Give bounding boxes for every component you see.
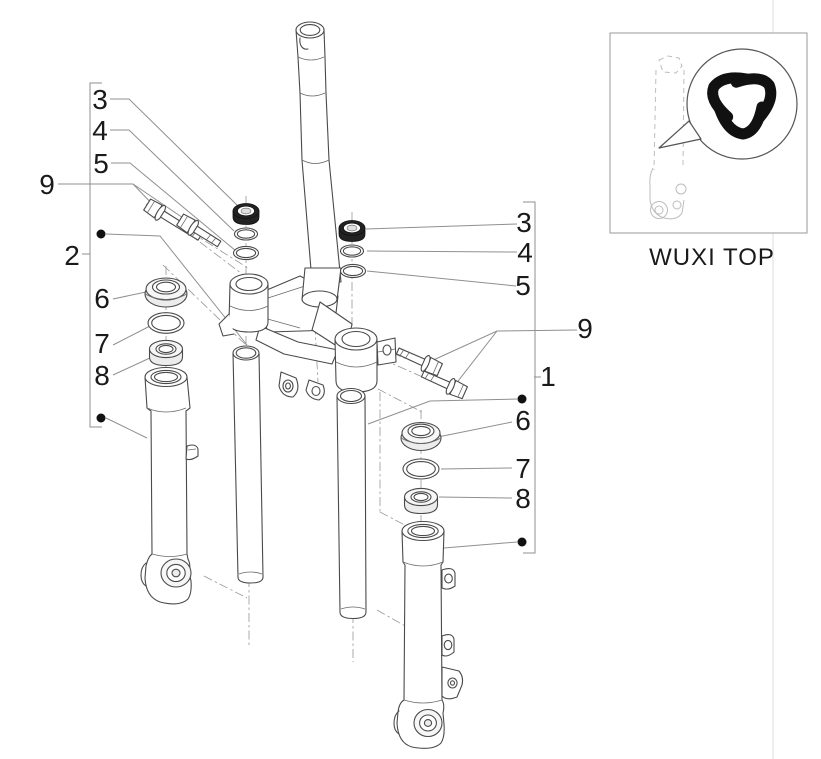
magnifier-balloon	[686, 48, 798, 160]
left-clamp-bolts-9	[143, 198, 222, 248]
right-inner-tube	[336, 387, 367, 620]
bullet-right-top	[517, 394, 527, 404]
inset-caption: WUXI TOP	[649, 244, 775, 271]
bullet-left-bottom	[96, 413, 106, 423]
wuxi-top-inset: WUXI TOP	[609, 32, 808, 271]
bracket-left	[89, 82, 102, 428]
callout-right-7: 7	[515, 453, 531, 484]
callout-left-2: 2	[64, 240, 80, 271]
right-clamp-bolts-9	[395, 347, 468, 400]
fork-yoke	[218, 267, 397, 401]
right-oring-4	[339, 244, 365, 258]
callout-right-3: 3	[516, 207, 532, 238]
left-bushing-8	[148, 339, 184, 367]
left-oring-7	[147, 312, 185, 334]
callout-right-4: 4	[517, 237, 533, 268]
right-bearing-cap-3	[338, 220, 366, 242]
left-dust-seal-6	[144, 277, 188, 308]
right-bushing-8	[403, 487, 439, 515]
callout-left-9: 9	[39, 169, 55, 200]
callout-left-6: 6	[94, 283, 110, 314]
callout-right-5: 5	[515, 270, 531, 301]
steering-stem	[295, 21, 342, 283]
callout-left-7: 7	[94, 328, 110, 359]
left-oring-5	[232, 245, 260, 261]
balloon-pointer	[658, 120, 702, 149]
bullet-left-top	[96, 229, 106, 239]
callout-left-8: 8	[94, 360, 110, 391]
inset-fork-sketch	[649, 55, 687, 220]
callout-right-8: 8	[515, 483, 531, 514]
callout-left-3: 3	[92, 84, 108, 115]
callout-left-5: 5	[93, 148, 109, 179]
right-oring-5	[339, 263, 367, 279]
left-bearing-cap-3	[232, 203, 260, 225]
right-oring-7	[402, 458, 440, 480]
left-outer-tube	[140, 366, 199, 605]
wuxi-top-logo-icon	[707, 72, 777, 140]
callout-left-4: 4	[92, 115, 108, 146]
left-oring-4	[233, 227, 259, 241]
callout-leaders	[58, 82, 578, 554]
callout-right-6: 6	[515, 405, 531, 436]
callout-right-9: 9	[577, 313, 593, 344]
right-dust-seal-6	[400, 421, 442, 452]
callout-labels: 3 4 5 9 2 6 7 8 3 4 5 9 1 6 7 8	[39, 84, 593, 514]
right-outer-tube	[393, 520, 464, 749]
bullet-right-bottom	[517, 537, 527, 547]
callout-right-1: 1	[540, 361, 556, 392]
left-inner-tube	[232, 345, 264, 584]
